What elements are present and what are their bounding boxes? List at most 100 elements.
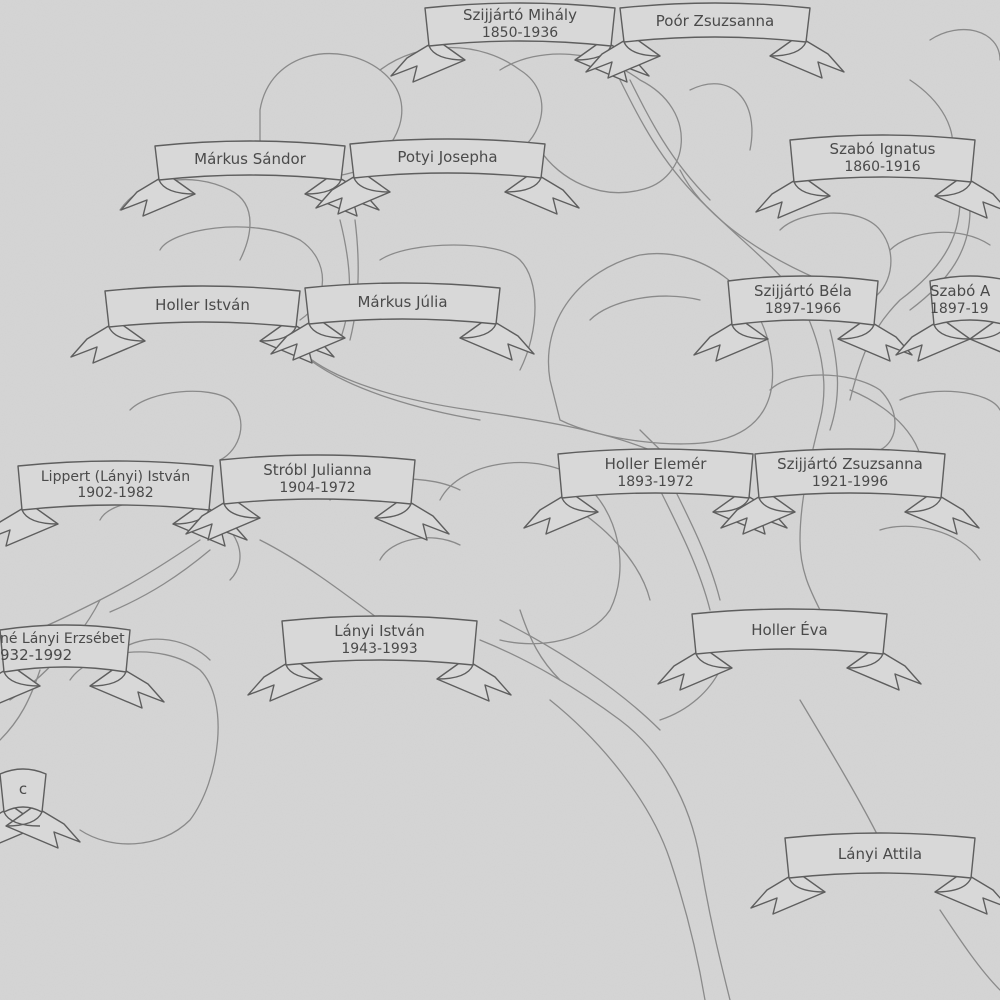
ribbon-fold xyxy=(436,664,474,680)
ribbon-body xyxy=(929,275,1000,326)
branch xyxy=(909,209,971,311)
person-years: 1943-1993 xyxy=(341,640,418,657)
branch xyxy=(939,909,1000,991)
ribbon-fold xyxy=(374,503,412,519)
foliage-blob xyxy=(879,525,981,561)
banner-lippert-istvan: Lippert (Lányi) István 1902-1982 xyxy=(18,460,213,510)
person-name: Márkus Júlia xyxy=(357,293,448,312)
banner-markus-julia: Márkus Júlia xyxy=(305,282,500,324)
branch xyxy=(849,199,961,401)
branch xyxy=(829,329,839,431)
banner-szabo-a: Szabó A 1897-19 xyxy=(930,275,1000,325)
banner-szijjarto-bela: Szijjártó Béla 1897-1966 xyxy=(728,275,878,325)
foliage-blob xyxy=(779,212,892,301)
banner-holler-istvan: Holler István xyxy=(105,285,300,327)
banner-szabo-ignatus: Szabó Ignatus 1860-1916 xyxy=(790,134,975,182)
person-name: Szabó A xyxy=(930,282,991,301)
banner-partial-c: c xyxy=(0,768,46,812)
branch xyxy=(629,79,711,201)
branch xyxy=(349,219,359,341)
banner-markus-sandor: Márkus Sándor xyxy=(155,140,345,180)
person-name: Lányi István xyxy=(334,622,425,641)
person-years: 1893-1972 xyxy=(617,473,694,490)
foliage-blob xyxy=(379,537,461,561)
ribbon-fold xyxy=(3,811,41,827)
person-name: Szijjártó Mihály xyxy=(463,6,577,25)
banner-lanyi-attila: Lányi Attila xyxy=(785,832,975,878)
person-years: 1860-1916 xyxy=(844,158,921,175)
ribbon-fold xyxy=(731,324,769,340)
ribbon-fold xyxy=(259,326,297,342)
ribbon-fold xyxy=(353,177,391,193)
foliage-blob xyxy=(589,295,701,321)
person-name: Lippert (Lányi) István xyxy=(40,468,191,485)
person-years: 1921-1996 xyxy=(811,473,889,490)
ribbon-fold xyxy=(304,179,342,195)
ribbon-fold xyxy=(837,324,875,340)
banner-strobl-julianna: Stróbl Julianna 1904-1972 xyxy=(220,454,415,504)
ribbon-fold xyxy=(788,877,826,893)
person-name: Holler István xyxy=(155,296,250,315)
branch xyxy=(479,639,731,1000)
ribbon-fold xyxy=(904,497,942,513)
branch xyxy=(549,699,706,1000)
foliage-blob xyxy=(889,231,991,251)
branch xyxy=(679,169,821,281)
foliage-blob xyxy=(899,390,1000,411)
person-name: Stróbl Julianna xyxy=(263,461,372,480)
person-name: Holler Elemér xyxy=(604,455,707,474)
person-name: Potyi Josepha xyxy=(397,148,498,167)
foliage-blob xyxy=(129,390,242,461)
foliage-blob xyxy=(379,244,536,371)
banner-szijjarto-mihaly: Szijjártó Mihály 1850-1936 xyxy=(425,2,615,46)
person-name: Lányi Attila xyxy=(837,845,923,864)
foliage-blob xyxy=(499,53,682,194)
person-years: 1850-1936 xyxy=(481,24,559,41)
banner-holler-eva: Holler Éva xyxy=(692,608,887,654)
foliage-blob xyxy=(439,462,621,645)
ribbon-fold xyxy=(969,331,1000,340)
banner-lanyi-erzsebet: né Lányi Erzsébet 932-1992 xyxy=(0,624,130,672)
foliage-blob xyxy=(689,83,753,151)
ribbon-fold xyxy=(89,671,127,687)
ribbon-body xyxy=(727,275,879,326)
ribbon-fold xyxy=(695,653,733,669)
branch xyxy=(659,489,711,611)
ribbon-fold xyxy=(21,509,59,525)
person-name: Szijjártó Zsuzsanna xyxy=(777,455,923,474)
ribbon-fold xyxy=(3,671,41,687)
ribbon-fold xyxy=(308,323,346,339)
ribbon-fold xyxy=(108,326,146,342)
ribbon-fold xyxy=(459,323,497,339)
person-name: Szijjártó Béla xyxy=(754,282,852,301)
ribbon-fold xyxy=(623,41,661,57)
ribbon-fold xyxy=(561,497,599,513)
ribbon-fold xyxy=(934,877,972,893)
person-name: c xyxy=(18,780,28,799)
ribbon-fold xyxy=(769,41,807,57)
ribbon-fold xyxy=(934,181,972,197)
branch xyxy=(499,619,661,731)
branch xyxy=(0,669,41,741)
foliage-blob xyxy=(929,28,1000,61)
foliage-blob xyxy=(769,374,896,451)
branch xyxy=(109,549,211,613)
person-name: Szabó Ignatus xyxy=(829,140,936,159)
person-years: 1904-1972 xyxy=(279,479,356,496)
foliage-blob xyxy=(547,253,774,445)
ribbon-fold xyxy=(758,497,796,513)
person-years: 1897-1966 xyxy=(764,300,842,317)
branch xyxy=(259,539,381,621)
ribbon-fold xyxy=(223,503,261,519)
ribbon-fold xyxy=(933,324,971,340)
ribbon-fold xyxy=(428,45,466,61)
branch xyxy=(799,699,881,841)
person-name: Poór Zsuzsanna xyxy=(655,12,775,31)
banner-szijjarto-zsuzsanna: Szijjártó Zsuzsanna 1921-1996 xyxy=(755,448,945,498)
banner-lanyi-istvan: Lányi István 1943-1993 xyxy=(282,615,477,665)
banner-holler-elemer: Holler Elemér 1893-1972 xyxy=(558,448,753,498)
branch xyxy=(299,349,651,451)
person-name: Márkus Sándor xyxy=(194,150,306,169)
branch xyxy=(309,359,481,421)
